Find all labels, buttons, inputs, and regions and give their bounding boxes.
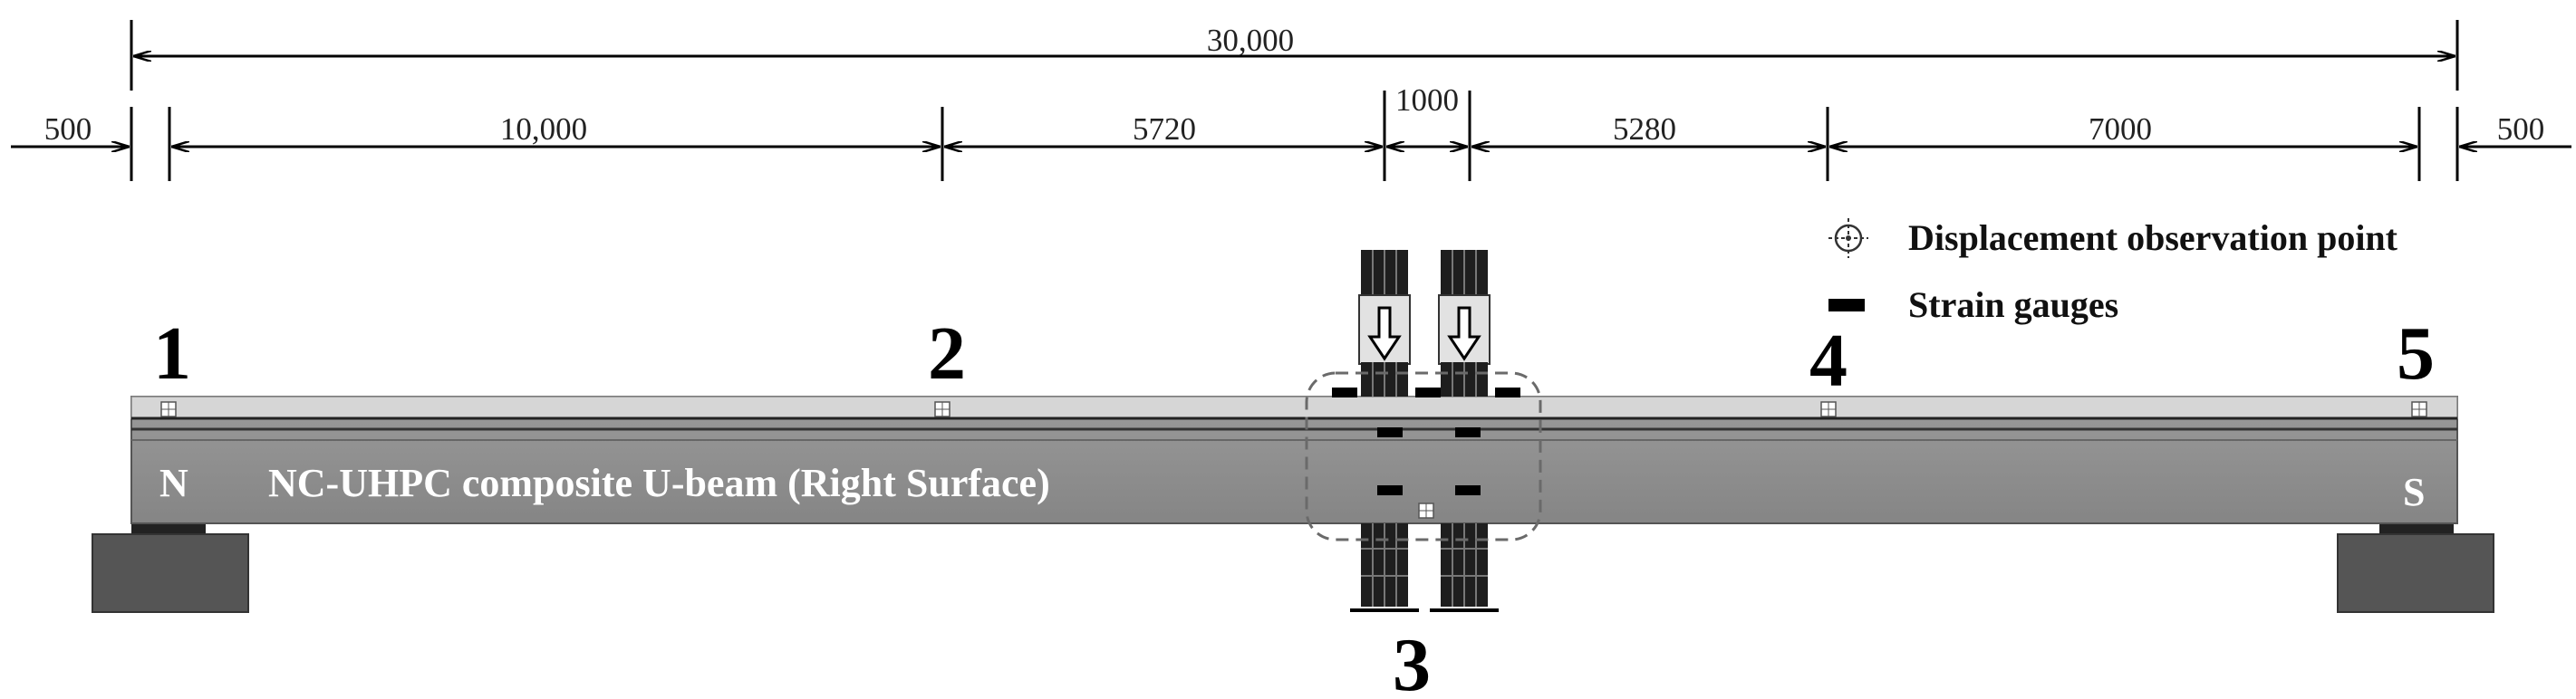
left-support bbox=[92, 523, 249, 613]
dim-label-500-left: 500 bbox=[44, 111, 92, 147]
dim-label-1000: 1000 bbox=[1395, 82, 1459, 118]
beam-label: NC-UHPC composite U-beam (Right Surface) bbox=[268, 461, 1050, 505]
segment-dimensions: 500 10,000 5720 1000 5280 7000 500 bbox=[11, 82, 2571, 181]
beam-top-flange bbox=[130, 396, 2458, 419]
displacement-point-2 bbox=[934, 401, 950, 417]
black-bar-icon bbox=[1828, 299, 1865, 311]
point-number-2: 2 bbox=[928, 311, 966, 396]
strain-gauge bbox=[1332, 388, 1357, 397]
composite-u-beam: N NC-UHPC composite U-beam (Right Surfac… bbox=[130, 396, 2458, 524]
load-arrow-icon bbox=[1367, 306, 1402, 361]
strain-gauge bbox=[1455, 427, 1481, 437]
loading-jack-left bbox=[1358, 250, 1411, 397]
displacement-point-4 bbox=[1820, 401, 1837, 417]
load-arrow-icon bbox=[1447, 306, 1481, 361]
displacement-point-1 bbox=[160, 401, 177, 417]
strain-gauge bbox=[1415, 388, 1441, 397]
right-support bbox=[2337, 523, 2494, 613]
overall-dimension-label: 30,000 bbox=[1207, 23, 1294, 58]
strain-gauges bbox=[1332, 388, 1520, 495]
strain-gauge bbox=[1377, 485, 1403, 495]
legend: Displacement observation point Strain ga… bbox=[1828, 217, 2398, 325]
dim-label-500-right: 500 bbox=[2497, 111, 2545, 147]
crosshair-target-icon bbox=[1828, 218, 1868, 258]
loading-jack-right bbox=[1438, 250, 1491, 397]
dim-label-7000: 7000 bbox=[2089, 111, 2152, 147]
point-number-5: 5 bbox=[2397, 311, 2435, 396]
reaction-jack-left bbox=[1350, 523, 1419, 612]
displacement-point-5 bbox=[2411, 401, 2427, 417]
reaction-jack-right bbox=[1430, 523, 1499, 612]
strain-gauge bbox=[1377, 427, 1403, 437]
point-number-3: 3 bbox=[1393, 623, 1431, 699]
beam-end-label-n: N bbox=[159, 461, 188, 505]
point-number-1: 1 bbox=[153, 311, 191, 396]
dim-label-10000: 10,000 bbox=[500, 111, 587, 147]
legend-displacement-label: Displacement observation point bbox=[1908, 217, 2398, 258]
displacement-point-3 bbox=[1418, 503, 1434, 519]
displacement-points bbox=[160, 401, 2427, 519]
legend-strain-label: Strain gauges bbox=[1908, 284, 2118, 325]
dim-label-5720: 5720 bbox=[1133, 111, 1196, 147]
beam-end-label-s: S bbox=[2403, 470, 2425, 514]
loading-zone-outline bbox=[1305, 371, 1542, 541]
strain-gauge bbox=[1495, 388, 1520, 397]
strain-gauge bbox=[1455, 485, 1481, 495]
overall-dimension: 30,000 bbox=[130, 20, 2459, 91]
dim-label-5280: 5280 bbox=[1613, 111, 1676, 147]
point-number-4: 4 bbox=[1809, 319, 1848, 403]
